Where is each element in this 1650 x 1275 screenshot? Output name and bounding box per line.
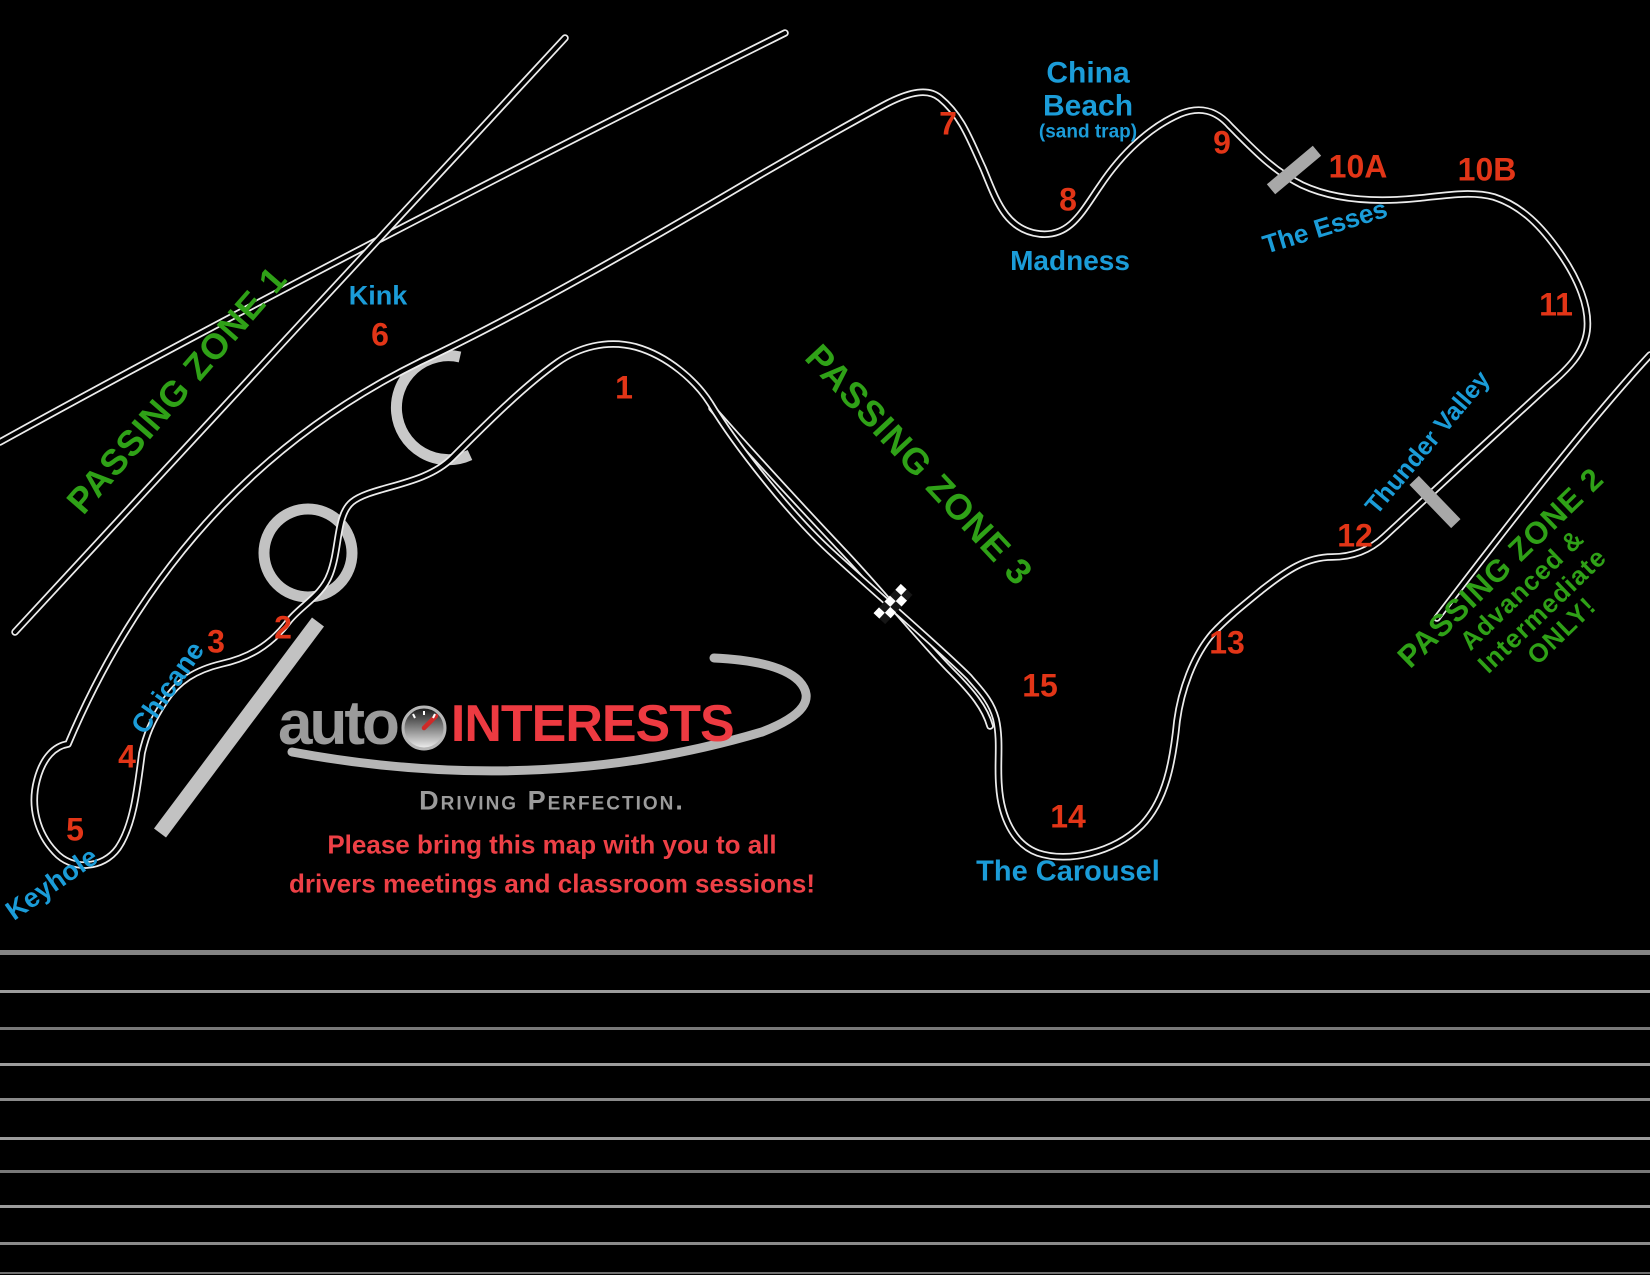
ruled-line (0, 1272, 1650, 1274)
ruled-line (0, 1063, 1650, 1066)
logo-swoosh (287, 653, 811, 776)
corner-number-12: 12 (1337, 517, 1373, 554)
brand-logo: auto INTERESTS (278, 688, 735, 759)
corner-number-10a: 10A (1328, 148, 1388, 185)
corner-name-madness: Madness (1010, 245, 1130, 276)
corner-number-5: 5 (66, 811, 84, 848)
brand-tagline: Driving Perfection. (419, 785, 685, 816)
corner-number-8: 8 (1059, 181, 1077, 218)
finish-line-checkers (873, 583, 913, 625)
ruled-line (0, 1027, 1650, 1030)
ruled-line (0, 1242, 1650, 1245)
corner-name-the-carousel: The Carousel (976, 855, 1160, 888)
ruled-line (0, 1098, 1650, 1101)
china-beach-line1: China (1046, 56, 1130, 90)
corner-name-kink: Kink (348, 280, 408, 311)
ruled-line (0, 1205, 1650, 1208)
corner-number-14: 14 (1050, 798, 1086, 835)
corner-number-4: 4 (118, 738, 136, 775)
connector-circle-turn2 (258, 503, 358, 603)
corner-number-11: 11 (1539, 286, 1573, 323)
corner-number-9: 9 (1213, 124, 1231, 161)
connector-band-keyhole (153, 617, 325, 838)
bridge-marker-esses (1266, 145, 1322, 195)
corner-number-13: 13 (1209, 624, 1245, 661)
brand-suffix: INTERESTS (450, 694, 735, 753)
corner-number-10b: 10B (1457, 151, 1517, 188)
china-beach-line2: Beach (1042, 89, 1134, 123)
ruled-line (0, 990, 1650, 993)
ruled-line (0, 950, 1650, 955)
corner-number-6: 6 (371, 316, 389, 353)
corner-number-15: 15 (1022, 667, 1058, 704)
china-beach-subtitle: (sand trap) (1038, 121, 1138, 143)
brand-prefix: auto (278, 689, 400, 758)
speedometer-gauge-icon (401, 705, 447, 750)
corner-number-2: 2 (274, 609, 292, 646)
bridge-marker-thunder-valley (1409, 475, 1461, 529)
map-note-line1: Please bring this map with you to all (327, 829, 777, 860)
corner-number-3: 3 (207, 623, 225, 660)
corner-number-1: 1 (615, 369, 633, 406)
corner-number-7: 7 (939, 105, 957, 142)
access-road-upper (0, 33, 785, 442)
ruled-line (0, 1137, 1650, 1140)
ruled-line (0, 1170, 1650, 1173)
corner-name-china-beach: China Beach (sand trap) (1039, 57, 1137, 144)
map-note-line2: drivers meetings and classroom sessions! (289, 868, 815, 899)
